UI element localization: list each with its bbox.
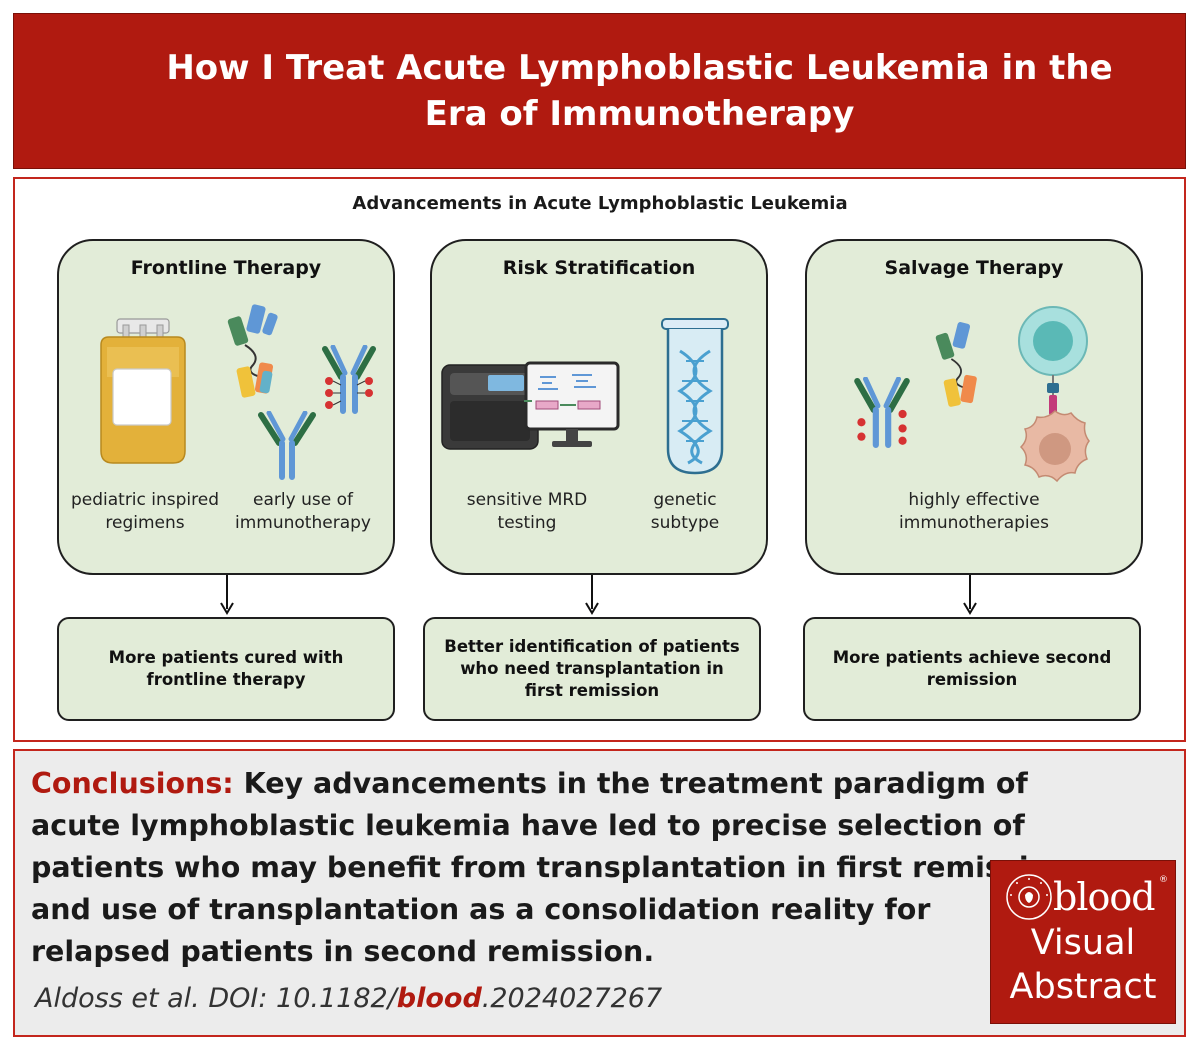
card-label: genetic subtype (650, 490, 720, 533)
outcome-box: Better identification of patients who ne… (423, 617, 761, 721)
outcome-box: More patients achieve second remission (803, 617, 1141, 721)
card-label: sensitive MRD testing (466, 490, 588, 533)
blood-visual-abstract-logo: blood ® Visual Abstract (990, 860, 1176, 1024)
antibody-icon (258, 411, 316, 480)
bispecific-antibody-icon (227, 304, 278, 398)
page-title: How I Treat Acute Lymphoblastic Leukemia… (166, 48, 1113, 134)
card-label: highly effective immunotherapies (899, 490, 1049, 533)
logo-abstract: Abstract (1009, 967, 1157, 1007)
card-frontline-therapy: Frontline Therapy (57, 239, 395, 575)
card-title: Frontline Therapy (130, 257, 322, 279)
card-label: pediatric inspired regimens (70, 490, 220, 533)
monitor-icon (524, 361, 620, 447)
card-title: Risk Stratification (502, 257, 696, 279)
citation-suffix: .2024027267 (481, 983, 663, 1014)
bispecific-antibody-icon (935, 322, 977, 407)
antibody-drug-conjugate-icon (322, 345, 376, 414)
iv-bag-icon (100, 318, 186, 464)
section-heading: Advancements in Acute Lymphoblastic Leuk… (352, 193, 848, 214)
conclusions-text: Conclusions: Key advancements in the tre… (31, 763, 1071, 973)
conclusions-label: Conclusions: (31, 767, 234, 800)
antibody-drug-conjugate-icon (854, 377, 910, 448)
card-title: Salvage Therapy (884, 257, 1064, 279)
citation-journal: blood (396, 983, 482, 1014)
down-arrow-icon (585, 575, 599, 615)
down-arrow-icon (963, 575, 977, 615)
car-t-cell-icon (1018, 306, 1088, 415)
down-arrow-icon (220, 575, 234, 615)
title-banner: How I Treat Acute Lymphoblastic Leukemia… (13, 13, 1186, 169)
citation: Aldoss et al. DOI: 10.1182/blood.2024027… (35, 983, 662, 1014)
card-salvage-therapy: Salvage Therapy (805, 239, 1143, 575)
citation-prefix: Aldoss et al. DOI: 10.1182/ (35, 983, 397, 1014)
card-risk-stratification: Risk Stratification (430, 239, 768, 575)
sequencer-icon (441, 364, 539, 450)
advancements-panel: Advancements in Acute Lymphoblastic Leuk… (13, 177, 1186, 742)
conclusions-body: Key advancements in the treatment paradi… (31, 767, 1069, 968)
dna-test-tube-icon (661, 318, 729, 475)
logo-visual: Visual (1030, 923, 1136, 963)
ash-seal-icon (1006, 874, 1052, 920)
logo-brand: blood (1053, 875, 1156, 919)
outcome-box: More patients cured with frontline thera… (57, 617, 395, 721)
conclusions-panel: Conclusions: Key advancements in the tre… (13, 749, 1186, 1037)
card-label: early use of immunotherapy (235, 490, 371, 533)
registered-icon: ® (1159, 875, 1168, 885)
tumor-cell-icon (1019, 410, 1090, 483)
